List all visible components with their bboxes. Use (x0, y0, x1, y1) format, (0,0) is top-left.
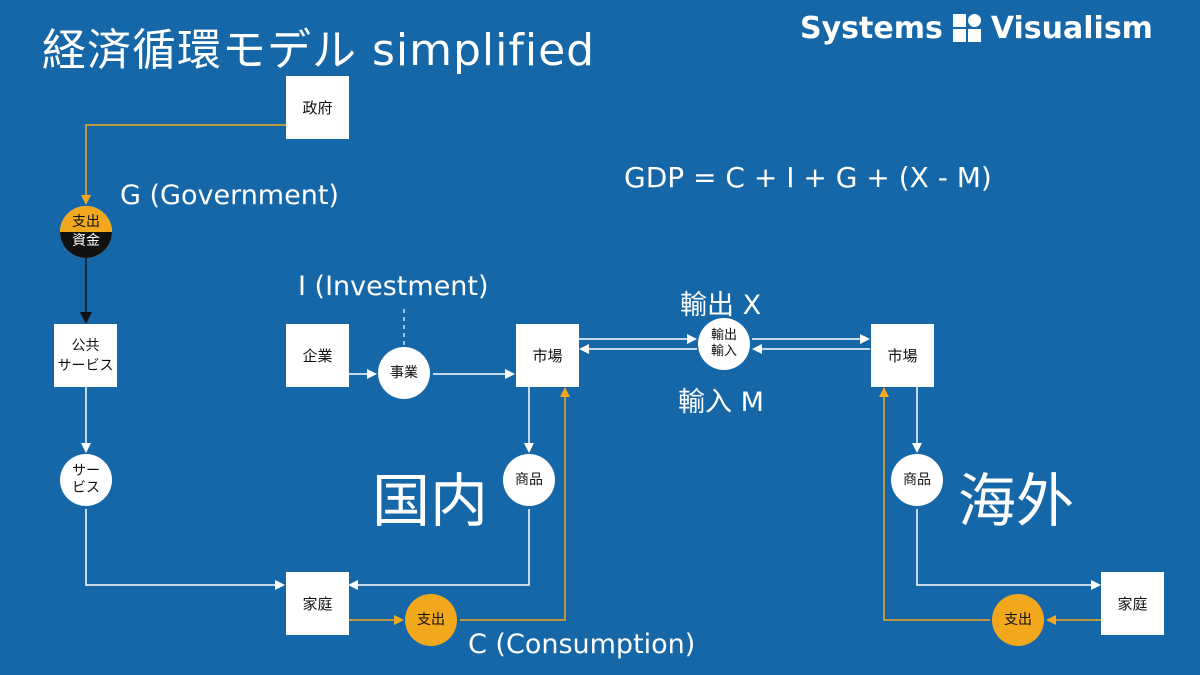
node-public-service: 公共 サービス (54, 324, 117, 387)
node-trade: 輸出 輸入 (698, 318, 750, 370)
node-market-domestic: 市場 (516, 324, 579, 387)
node-goods-foreign: 商品 (891, 454, 943, 506)
logo-squares-icon (952, 14, 981, 42)
region-foreign: 海外 (958, 467, 1075, 535)
logo-text-right: Visualism (990, 10, 1153, 46)
label-consumption-flow: C (Consumption) (468, 629, 696, 660)
arrow-foreign-goods-to-household (916, 509, 1101, 590)
region-domestic: 国内 (372, 467, 489, 535)
node-goods-domestic: 商品 (503, 454, 555, 506)
label-export-flow: 輸出 X (680, 290, 762, 321)
label-import-flow: 輸入 M (678, 387, 764, 418)
node-business: 事業 (378, 347, 430, 399)
node-gov-funds: 支出 資金 (60, 206, 112, 258)
gdp-formula: GDP = C + I + G + (X - M) (624, 161, 992, 194)
node-market-foreign: 市場 (871, 324, 934, 387)
arrow-gov-to-funds (81, 124, 286, 205)
node-household-domestic: 家庭 (286, 572, 349, 635)
node-service: サー ビス (60, 454, 112, 506)
label-investment-flow: I (Investment) (298, 271, 489, 302)
arrow-goods-to-household (348, 509, 530, 590)
brand-logo: Systems Visualism (800, 8, 1153, 48)
node-government: 政府 (286, 76, 349, 139)
arrow-service-to-household (85, 509, 285, 590)
label-government-flow: G (Government) (120, 180, 339, 211)
logo-text-left: Systems (800, 10, 943, 46)
node-spend-domestic: 支出 (405, 594, 457, 646)
node-household-foreign: 家庭 (1101, 572, 1164, 635)
arrow-spend-to-market (460, 387, 570, 621)
arrow-foreign-spend-to-market (879, 387, 990, 621)
page-title: 経済循環モデル simplified (42, 25, 596, 76)
node-company: 企業 (286, 324, 349, 387)
node-spend-foreign: 支出 (992, 594, 1044, 646)
